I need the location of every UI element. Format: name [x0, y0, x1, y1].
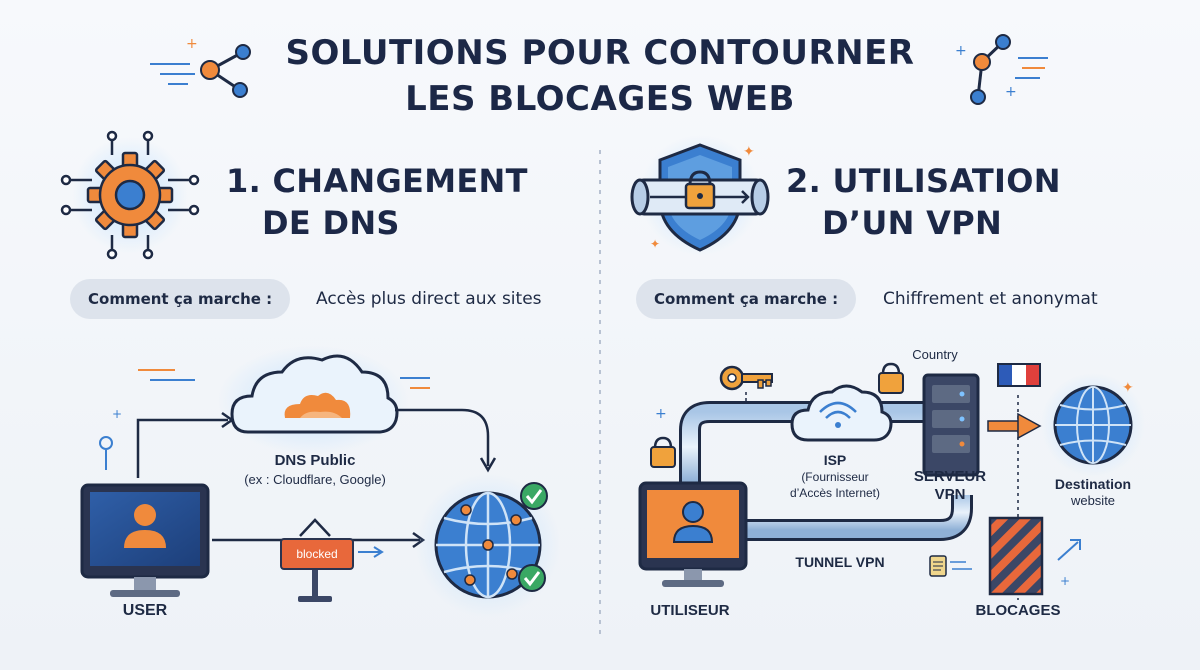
vpn-tunnel-pipe — [679, 401, 973, 541]
key-icon — [719, 365, 773, 408]
svg-text:✦: ✦ — [1122, 380, 1134, 396]
page-title: SOLUTIONS POUR CONTOURNER LES BLOCAGES W… — [0, 30, 1200, 122]
svg-text:+: + — [955, 43, 967, 59]
section1-title-line2: DE DNS — [262, 204, 400, 242]
section2-title: 2. UTILISATION D’UN VPN — [786, 160, 1061, 244]
isp-sub-line1: (Fournisseur — [801, 470, 869, 484]
section2-title-line2: D’UN VPN — [822, 204, 1003, 242]
utiliseur-label: UTILISEUR — [650, 602, 730, 619]
user-label: USER — [122, 602, 168, 619]
svg-text:+: + — [1060, 574, 1070, 588]
document-icon — [929, 555, 972, 577]
destination-label: Destination — [1054, 476, 1132, 492]
how-it-works-text-s1: Accès plus direct aux sites — [316, 289, 542, 309]
dns-public-label: DNS Public — [274, 452, 356, 469]
how-it-works-pill-s2: Comment ça marche : — [636, 279, 857, 319]
svg-text:+: + — [112, 407, 122, 421]
vpn-server-icon — [922, 373, 980, 477]
user-monitor-icon — [80, 483, 210, 597]
sparkle-icon: + — [655, 406, 667, 422]
blocked-sign-post — [298, 518, 332, 602]
section2-title-line1: 2. UTILISATION — [786, 162, 1061, 200]
padlock-icon — [878, 362, 904, 394]
section1-title: 1. CHANGEMENT DE DNS — [226, 160, 528, 244]
check-badge-icon — [518, 564, 546, 592]
globe-icon-s1 — [416, 473, 560, 617]
gear-icon — [60, 130, 200, 260]
vpn-server-label-line2: VPN — [934, 486, 966, 503]
svg-text:✦: ✦ — [650, 237, 660, 251]
vpn-server-label-line1: SERVEUR — [913, 468, 987, 485]
page-title-line1: SOLUTIONS POUR CONTOURNER — [285, 33, 915, 73]
padlock-icon — [650, 436, 676, 468]
blocages-label: BLOCAGES — [975, 602, 1061, 619]
france-flag-icon — [997, 363, 1041, 387]
dns-cloud-icon — [218, 345, 408, 455]
section1-title-line1: 1. CHANGEMENT — [226, 162, 528, 200]
country-label: Country — [912, 347, 958, 362]
decor-lines-s1: + — [99, 369, 430, 470]
page-title-line2: LES BLOCAGES WEB — [405, 79, 795, 119]
isp-cloud-icon — [790, 384, 893, 442]
destination-globe-icon: ✦ — [1041, 373, 1145, 477]
isp-sub-line2: d’Accès Internet) — [789, 486, 881, 500]
how-it-works-text-s2: Chiffrement et anonymat — [883, 289, 1098, 309]
orange-arrow-icon — [987, 412, 1042, 440]
how-it-works-pill-s1: Comment ça marche : — [70, 279, 291, 319]
svg-text:✦: ✦ — [743, 144, 755, 160]
svg-text:+: + — [1005, 84, 1017, 100]
tunnel-vpn-label: TUNNEL VPN — [795, 554, 885, 570]
dns-public-sub: (ex : Cloudflare, Google) — [244, 472, 386, 487]
shield-lock-icon: ✦ ✦ — [630, 135, 770, 255]
network-nodes-icon-right: + + — [955, 34, 1048, 105]
destination-sub: website — [1070, 493, 1116, 508]
svg-text:+: + — [186, 36, 198, 52]
small-arrow-s1 — [358, 546, 384, 558]
network-nodes-icon-left: + — [150, 36, 251, 98]
check-badge-icon — [520, 482, 548, 510]
blocked-sign: blocked — [280, 538, 354, 570]
blockade-wall-icon — [988, 516, 1044, 596]
user-monitor-icon-vpn — [638, 481, 748, 587]
isp-label: ISP — [823, 452, 847, 468]
small-arrow-s2: + — [1057, 539, 1081, 588]
flow-arrows-s1 — [136, 408, 497, 549]
